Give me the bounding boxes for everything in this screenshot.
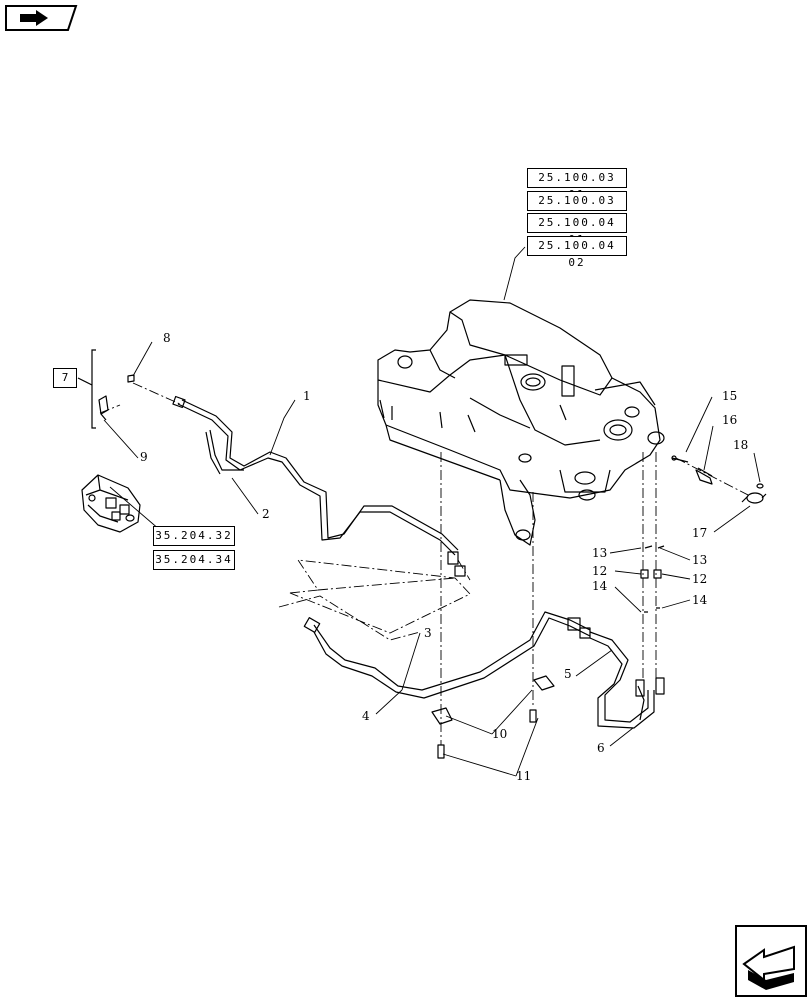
callout-6: 6 bbox=[597, 741, 605, 755]
ref-frame-3[interactable]: 25.100.04 01 bbox=[527, 213, 627, 246]
item-7-box: 7 bbox=[53, 368, 77, 388]
callout-14-right: 14 bbox=[692, 593, 708, 607]
callout-17: 17 bbox=[692, 526, 708, 540]
ref-valve-1[interactable]: 35.204.32 bbox=[153, 526, 235, 546]
callout-16: 16 bbox=[722, 413, 738, 427]
callout-4: 4 bbox=[362, 709, 370, 723]
right-fittings bbox=[431, 455, 767, 759]
callout-12-right: 12 bbox=[692, 572, 708, 586]
callout-13-right: 13 bbox=[692, 553, 708, 567]
callout-1: 1 bbox=[303, 389, 311, 403]
valve-block bbox=[81, 474, 141, 533]
callout-18: 18 bbox=[733, 438, 749, 452]
ref-valve-2[interactable]: 35.204.34 bbox=[153, 550, 235, 570]
callout-5: 5 bbox=[564, 667, 572, 681]
callout-8: 8 bbox=[163, 331, 171, 345]
pipe-5-6 bbox=[589, 631, 665, 729]
callout-12-left: 12 bbox=[592, 564, 608, 578]
callout-14-left: 14 bbox=[592, 579, 608, 593]
ref-frame-4[interactable]: 25.100.04 02 bbox=[527, 236, 627, 269]
ref-frame-1[interactable]: 25.100.03 01 bbox=[527, 168, 627, 201]
callout-15: 15 bbox=[722, 389, 738, 403]
callout-13-left: 13 bbox=[592, 546, 608, 560]
callout-2: 2 bbox=[262, 507, 270, 521]
front-frame-casting bbox=[377, 299, 665, 546]
pipe-1-2 bbox=[172, 395, 466, 577]
next-page-arrow-icon[interactable] bbox=[734, 924, 808, 998]
pipe-3-4 bbox=[303, 611, 591, 699]
callout-3: 3 bbox=[424, 626, 432, 640]
mounting-bracket bbox=[98, 374, 135, 421]
callout-11: 11 bbox=[516, 769, 532, 783]
ref-frame-2[interactable]: 25.100.03 02 bbox=[527, 191, 627, 224]
callout-9: 9 bbox=[140, 450, 148, 464]
book-arrow-icon[interactable] bbox=[0, 0, 80, 36]
callout-10: 10 bbox=[492, 727, 508, 741]
